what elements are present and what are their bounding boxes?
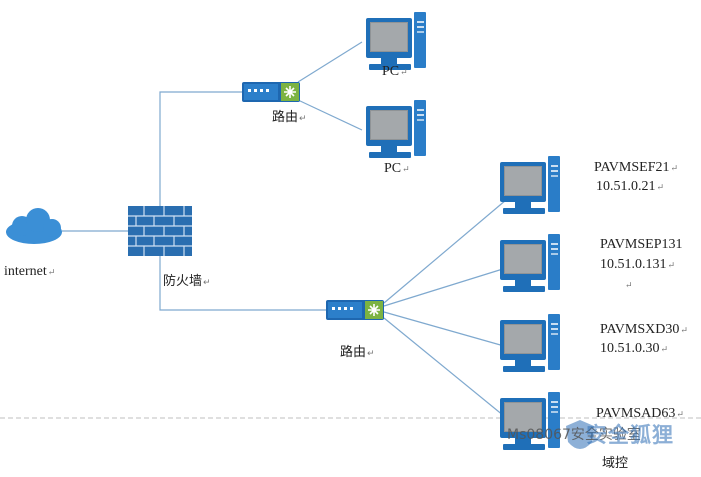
link-router-bottom-server-1 bbox=[383, 199, 507, 304]
firewall-icon bbox=[128, 206, 192, 256]
server-4-name: PAVMSAD63↵ bbox=[596, 406, 684, 421]
server-1-icon bbox=[499, 155, 561, 215]
server-2-name: PAVMSEP131 bbox=[600, 237, 683, 252]
link-router-top-pc-1 bbox=[297, 41, 363, 83]
server-3-icon bbox=[499, 313, 561, 373]
pc-2-icon bbox=[365, 99, 427, 159]
watermark-shield-icon bbox=[566, 420, 594, 449]
link-router-bottom-server-4 bbox=[383, 317, 505, 417]
router-bottom-label: 路由↵ bbox=[340, 345, 375, 360]
paragraph-mark: ↵ bbox=[680, 325, 688, 335]
paragraph-mark: ↵ bbox=[670, 163, 679, 173]
paragraph-mark: ↵ bbox=[667, 260, 676, 270]
connections bbox=[62, 41, 507, 417]
link-router-bottom-server-2 bbox=[383, 267, 507, 307]
server-2-icon bbox=[499, 233, 561, 293]
link-firewall-router-top bbox=[159, 91, 242, 206]
paragraph-mark: ↵ bbox=[47, 267, 56, 277]
link-router-bottom-server-3 bbox=[383, 311, 505, 347]
paragraph-mark: ↵ bbox=[676, 409, 684, 419]
server-2-mark: ↵ bbox=[625, 280, 633, 290]
server-4-role: 域控 bbox=[602, 456, 629, 471]
firewall-label: 防火墙↵ bbox=[163, 274, 211, 289]
paragraph-mark: ↵ bbox=[367, 349, 375, 359]
server-2-ip: 10.51.0.131↵ bbox=[600, 257, 676, 272]
router-top-icon bbox=[241, 81, 301, 103]
watermark-brand: 安全狐狸 bbox=[586, 423, 674, 447]
server-3-name: PAVMSXD30↵ bbox=[600, 322, 688, 337]
server-3-ip: 10.51.0.30↵ bbox=[600, 341, 669, 356]
server-1-name: PAVMSEF21↵ bbox=[594, 160, 679, 175]
pc-1-icon bbox=[365, 11, 427, 71]
paragraph-mark: ↵ bbox=[203, 278, 211, 288]
server-1-ip: 10.51.0.21↵ bbox=[596, 179, 665, 194]
link-router-top-pc-2 bbox=[297, 99, 363, 131]
router-bottom-icon bbox=[325, 299, 385, 321]
internet-label: internet↵ bbox=[4, 264, 56, 279]
paragraph-mark: ↵ bbox=[299, 114, 307, 124]
pc-1-label: PC↵ bbox=[382, 64, 408, 79]
pc-2-label: PC↵ bbox=[384, 161, 410, 176]
cloud-icon bbox=[6, 208, 62, 244]
paragraph-mark: ↵ bbox=[400, 67, 408, 77]
watermark-text: Ms08067安全实验室 bbox=[507, 427, 641, 443]
paragraph-mark: ↵ bbox=[660, 344, 669, 354]
link-firewall-router-bottom bbox=[159, 256, 326, 311]
paragraph-mark: ↵ bbox=[402, 164, 410, 174]
router-top-label: 路由↵ bbox=[272, 110, 307, 125]
paragraph-mark: ↵ bbox=[656, 182, 665, 192]
